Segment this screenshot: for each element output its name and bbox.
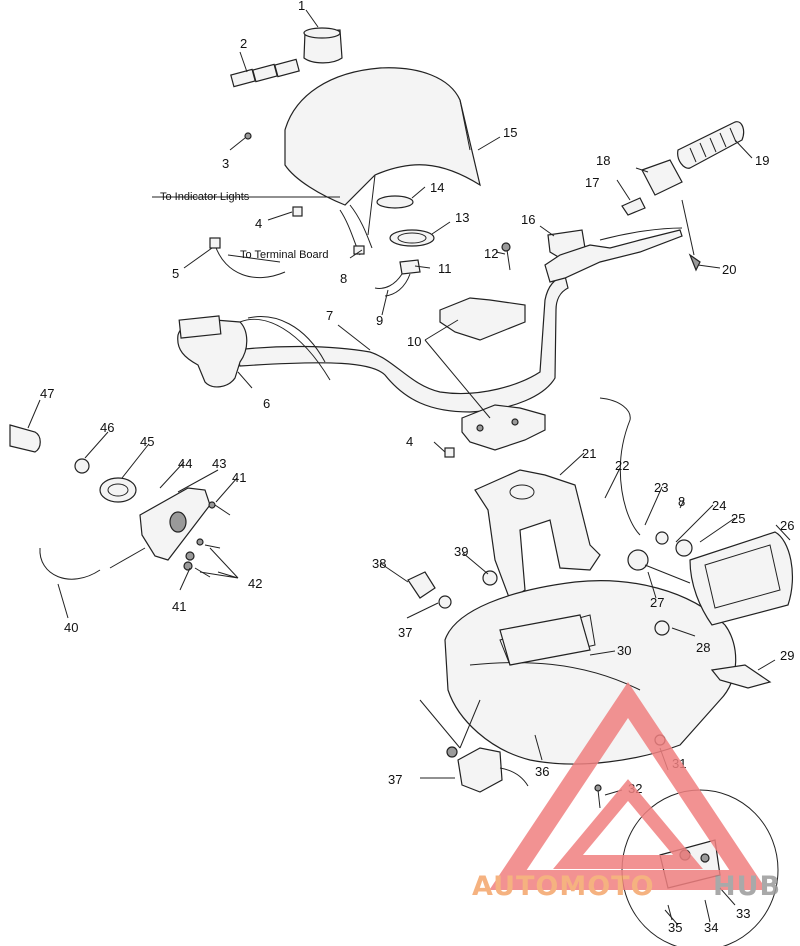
callout-labels: 1 2 3 4 5 6 7 8 9 10 11 12 13 14 15 16 1… [40, 0, 794, 935]
callout-13: 13 [455, 210, 469, 225]
callout-37-bottom: 37 [388, 772, 402, 787]
callout-16: 16 [521, 212, 535, 227]
callout-28: 28 [696, 640, 710, 655]
callout-23: 23 [654, 480, 668, 495]
watermark-text-auto: AUTOMOTO [472, 871, 655, 902]
callout-34: 34 [704, 920, 718, 935]
headlight-housing [444, 580, 737, 765]
callout-22: 22 [615, 458, 629, 473]
callout-24: 24 [712, 498, 726, 513]
grip-switch [641, 159, 683, 196]
callout-12: 12 [484, 246, 498, 261]
callout-5: 5 [172, 266, 179, 281]
headlight-pod [284, 67, 481, 206]
callout-1: 1 [298, 0, 305, 13]
callout-4b: 4 [406, 434, 413, 449]
note-terminal-board: To Terminal Board [240, 249, 328, 261]
ignition-switch [457, 747, 503, 793]
callout-40: 40 [64, 620, 78, 635]
callout-42: 42 [248, 576, 262, 591]
note-indicator-lights: To Indicator Lights [160, 191, 250, 203]
callout-45: 45 [140, 434, 154, 449]
callout-39: 39 [454, 544, 468, 559]
bar-clamp-upper [439, 297, 526, 341]
callout-9: 9 [376, 313, 383, 328]
callout-36: 36 [535, 764, 549, 779]
callout-41-top: 41 [232, 470, 246, 485]
callout-41-bottom: 41 [172, 599, 186, 614]
callout-26: 26 [780, 518, 794, 533]
callout-14: 14 [430, 180, 444, 195]
callout-43: 43 [212, 456, 226, 471]
callout-44: 44 [178, 456, 192, 471]
watermark-text-hub: HUB [713, 871, 781, 902]
callout-6: 6 [263, 396, 270, 411]
gauge [303, 29, 343, 64]
callout-38: 38 [372, 556, 386, 571]
callout-37-mid: 37 [398, 625, 412, 640]
callout-15: 15 [503, 125, 517, 140]
callout-10: 10 [407, 334, 421, 349]
indicator-bulbs [230, 58, 300, 88]
callout-35: 35 [668, 920, 682, 935]
callout-2: 2 [240, 36, 247, 51]
bar-clamp-lower [461, 404, 546, 451]
callout-4: 4 [255, 216, 262, 231]
headlight-lamp [689, 531, 794, 626]
handlebar [234, 275, 569, 413]
callout-3: 3 [222, 156, 229, 171]
watermark: AUTOMOTO HUB [472, 681, 781, 902]
callout-27: 27 [650, 595, 664, 610]
callout-30: 30 [617, 643, 631, 658]
callout-47: 47 [40, 386, 54, 401]
callout-29: 29 [780, 648, 794, 663]
callout-8: 8 [340, 271, 347, 286]
callout-18: 18 [596, 153, 610, 168]
end-cap [9, 424, 41, 453]
callout-33: 33 [736, 906, 750, 921]
leader-lines [27, 9, 791, 926]
mount-bracket [474, 469, 601, 601]
hand-grip [677, 121, 745, 169]
watermark-triangle-outer [489, 681, 767, 890]
callout-20: 20 [722, 262, 736, 277]
callout-19: 19 [755, 153, 769, 168]
callout-46: 46 [100, 420, 114, 435]
ring-45 [99, 477, 137, 503]
callout-11: 11 [438, 261, 452, 276]
callout-8b: 8 [678, 494, 685, 509]
callout-17: 17 [585, 175, 599, 190]
callout-25: 25 [731, 511, 745, 526]
watermark-triangle-inner [553, 779, 703, 869]
callout-7: 7 [326, 308, 333, 323]
callout-21: 21 [582, 446, 596, 461]
